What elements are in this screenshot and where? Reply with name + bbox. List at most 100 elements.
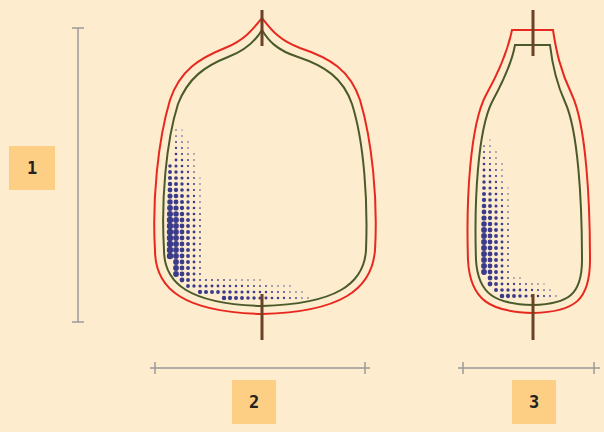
dot bbox=[295, 297, 297, 299]
dot bbox=[173, 235, 179, 241]
dot bbox=[229, 285, 232, 288]
dot bbox=[193, 159, 194, 160]
dot bbox=[247, 285, 249, 287]
callout-number: 1 bbox=[9, 146, 55, 190]
dot bbox=[211, 279, 213, 281]
dot bbox=[223, 279, 225, 281]
dot bbox=[173, 247, 179, 253]
dot bbox=[173, 211, 178, 216]
dot bbox=[174, 164, 177, 167]
dot bbox=[174, 200, 179, 205]
dot bbox=[494, 240, 498, 244]
dot bbox=[174, 194, 179, 199]
dot bbox=[277, 285, 279, 287]
dot bbox=[495, 199, 498, 202]
dot bbox=[495, 151, 496, 152]
dot bbox=[488, 258, 493, 263]
dot-pattern bbox=[167, 129, 309, 300]
dot bbox=[549, 289, 550, 290]
dot bbox=[489, 181, 492, 184]
dot bbox=[525, 283, 527, 285]
dot bbox=[180, 248, 185, 253]
dot bbox=[501, 283, 504, 286]
width-dimension bbox=[150, 367, 370, 369]
dot bbox=[247, 291, 250, 294]
dot bbox=[228, 290, 231, 293]
dot bbox=[513, 277, 514, 278]
wide-fruit bbox=[154, 10, 376, 340]
dot bbox=[543, 289, 545, 291]
dot bbox=[175, 153, 178, 156]
narrow-fruit bbox=[468, 10, 590, 340]
dot bbox=[187, 153, 189, 155]
dot bbox=[222, 296, 226, 300]
dot bbox=[193, 177, 195, 179]
dot bbox=[199, 243, 201, 245]
dot bbox=[506, 288, 509, 291]
dot bbox=[216, 290, 220, 294]
dot bbox=[181, 141, 183, 143]
dot bbox=[199, 183, 200, 184]
dot bbox=[537, 289, 539, 291]
dot bbox=[495, 181, 497, 183]
dot bbox=[271, 285, 273, 287]
dot bbox=[495, 157, 497, 159]
dot bbox=[501, 265, 504, 268]
dot bbox=[193, 165, 195, 167]
dot bbox=[187, 141, 188, 142]
dot bbox=[228, 296, 232, 300]
dot bbox=[501, 241, 504, 244]
dot bbox=[192, 284, 195, 287]
dot bbox=[193, 171, 195, 173]
dot bbox=[488, 204, 492, 208]
dot bbox=[186, 272, 190, 276]
dot bbox=[193, 243, 196, 246]
dot bbox=[199, 267, 201, 269]
dot bbox=[175, 141, 177, 143]
dot bbox=[483, 169, 486, 172]
dot bbox=[193, 213, 196, 216]
dot bbox=[283, 297, 285, 299]
dot bbox=[501, 199, 503, 201]
dot bbox=[175, 129, 176, 130]
dot bbox=[173, 265, 179, 271]
dot bbox=[507, 241, 509, 243]
dot bbox=[193, 255, 196, 258]
dot bbox=[186, 194, 189, 197]
dot bbox=[295, 291, 296, 292]
dot bbox=[173, 241, 179, 247]
dot bbox=[199, 249, 201, 251]
dot bbox=[488, 222, 493, 227]
dot bbox=[199, 219, 201, 221]
dot bbox=[180, 242, 185, 247]
dot bbox=[265, 291, 267, 293]
dot bbox=[180, 278, 185, 283]
dot bbox=[488, 264, 493, 269]
dot bbox=[180, 236, 185, 241]
dot bbox=[223, 285, 226, 288]
dot bbox=[187, 165, 189, 167]
dot bbox=[259, 291, 262, 294]
dot bbox=[193, 231, 196, 234]
dot bbox=[265, 285, 267, 287]
dot bbox=[241, 285, 243, 287]
dot bbox=[494, 204, 497, 207]
dot bbox=[481, 221, 486, 226]
dot bbox=[501, 187, 503, 189]
fruit-skin bbox=[468, 30, 590, 313]
dot bbox=[186, 236, 190, 240]
dot bbox=[518, 294, 522, 298]
dot bbox=[482, 204, 487, 209]
dot bbox=[488, 186, 491, 189]
dot bbox=[211, 285, 214, 288]
dot bbox=[519, 277, 520, 278]
dot bbox=[489, 163, 491, 165]
dot bbox=[501, 247, 504, 250]
dot bbox=[507, 283, 509, 285]
dot bbox=[181, 135, 182, 136]
dot bbox=[531, 283, 533, 285]
fruit-flesh bbox=[163, 30, 366, 306]
dot bbox=[289, 297, 291, 299]
dot bbox=[507, 217, 509, 219]
